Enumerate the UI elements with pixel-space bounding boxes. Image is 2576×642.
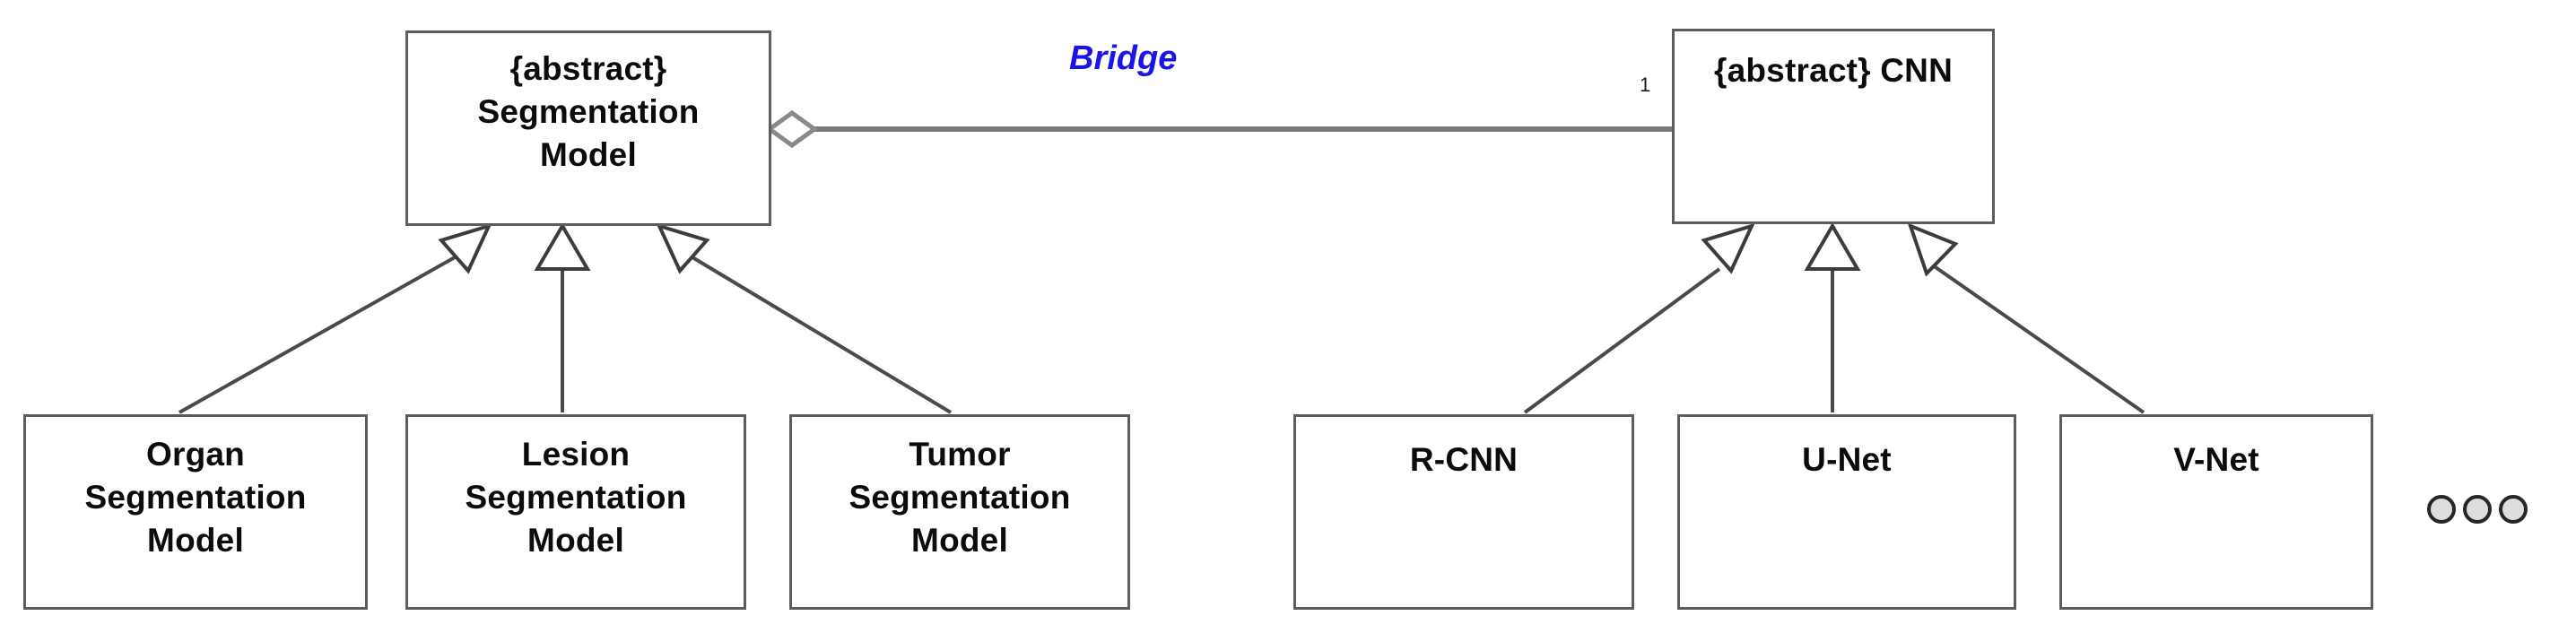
circle-icon (2427, 495, 2456, 524)
class-name-tumor-segmentation-model: Tumor Segmentation Model (849, 436, 1071, 560)
multiplicity-label-cnn: 1 (1640, 74, 1651, 96)
generalization-edge-vnet (1907, 222, 2145, 414)
class-box-abstract-cnn[interactable]: {abstract} CNN (1672, 29, 1995, 224)
class-name-vnet: V-Net (2173, 441, 2259, 478)
class-box-abstract-segmentation-model[interactable]: {abstract} Segmentation Model (405, 30, 771, 226)
class-name-rcnn: R-CNN (1409, 441, 1519, 478)
class-box-unet[interactable]: U-Net (1677, 414, 2016, 610)
class-box-vnet[interactable]: V-Net (2059, 414, 2373, 610)
class-name-organ-segmentation-model: Organ Segmentation Model (84, 436, 307, 560)
class-name-abstract-cnn: {abstract} CNN (1714, 52, 1953, 89)
generalization-edge-organ (178, 222, 492, 414)
inheritance-triangle-icon (438, 222, 492, 274)
inheritance-triangle-icon (656, 222, 710, 274)
class-name-lesion-segmentation-model: Lesion Segmentation Model (465, 436, 687, 560)
bridge-relationship-label: Bridge (1069, 39, 1178, 77)
generalization-edge-unet (1804, 222, 1861, 412)
class-box-organ-segmentation-model[interactable]: Organ Segmentation Model (23, 414, 368, 610)
inheritance-triangle-icon (1701, 222, 1755, 274)
circle-icon (2463, 495, 2492, 524)
more-subclasses-ellipsis (2427, 495, 2528, 524)
circle-icon (2499, 495, 2528, 524)
class-box-rcnn[interactable]: R-CNN (1293, 414, 1634, 610)
class-box-tumor-segmentation-model[interactable]: Tumor Segmentation Model (789, 414, 1130, 610)
generalization-edge-lesion (534, 222, 591, 412)
aggregation-diamond-icon (765, 109, 819, 149)
class-name-abstract-segmentation-model: {abstract} Segmentation Model (477, 50, 700, 174)
generalization-edge-tumor (656, 222, 953, 414)
class-name-unet: U-Net (1802, 441, 1892, 478)
inheritance-triangle-icon (1907, 222, 1959, 277)
bridge-association-edge (765, 109, 1672, 149)
inheritance-triangle-icon (1804, 222, 1861, 271)
generalization-edge-rcnn (1523, 222, 1755, 414)
class-box-lesion-segmentation-model[interactable]: Lesion Segmentation Model (405, 414, 746, 610)
inheritance-triangle-icon (534, 222, 591, 271)
